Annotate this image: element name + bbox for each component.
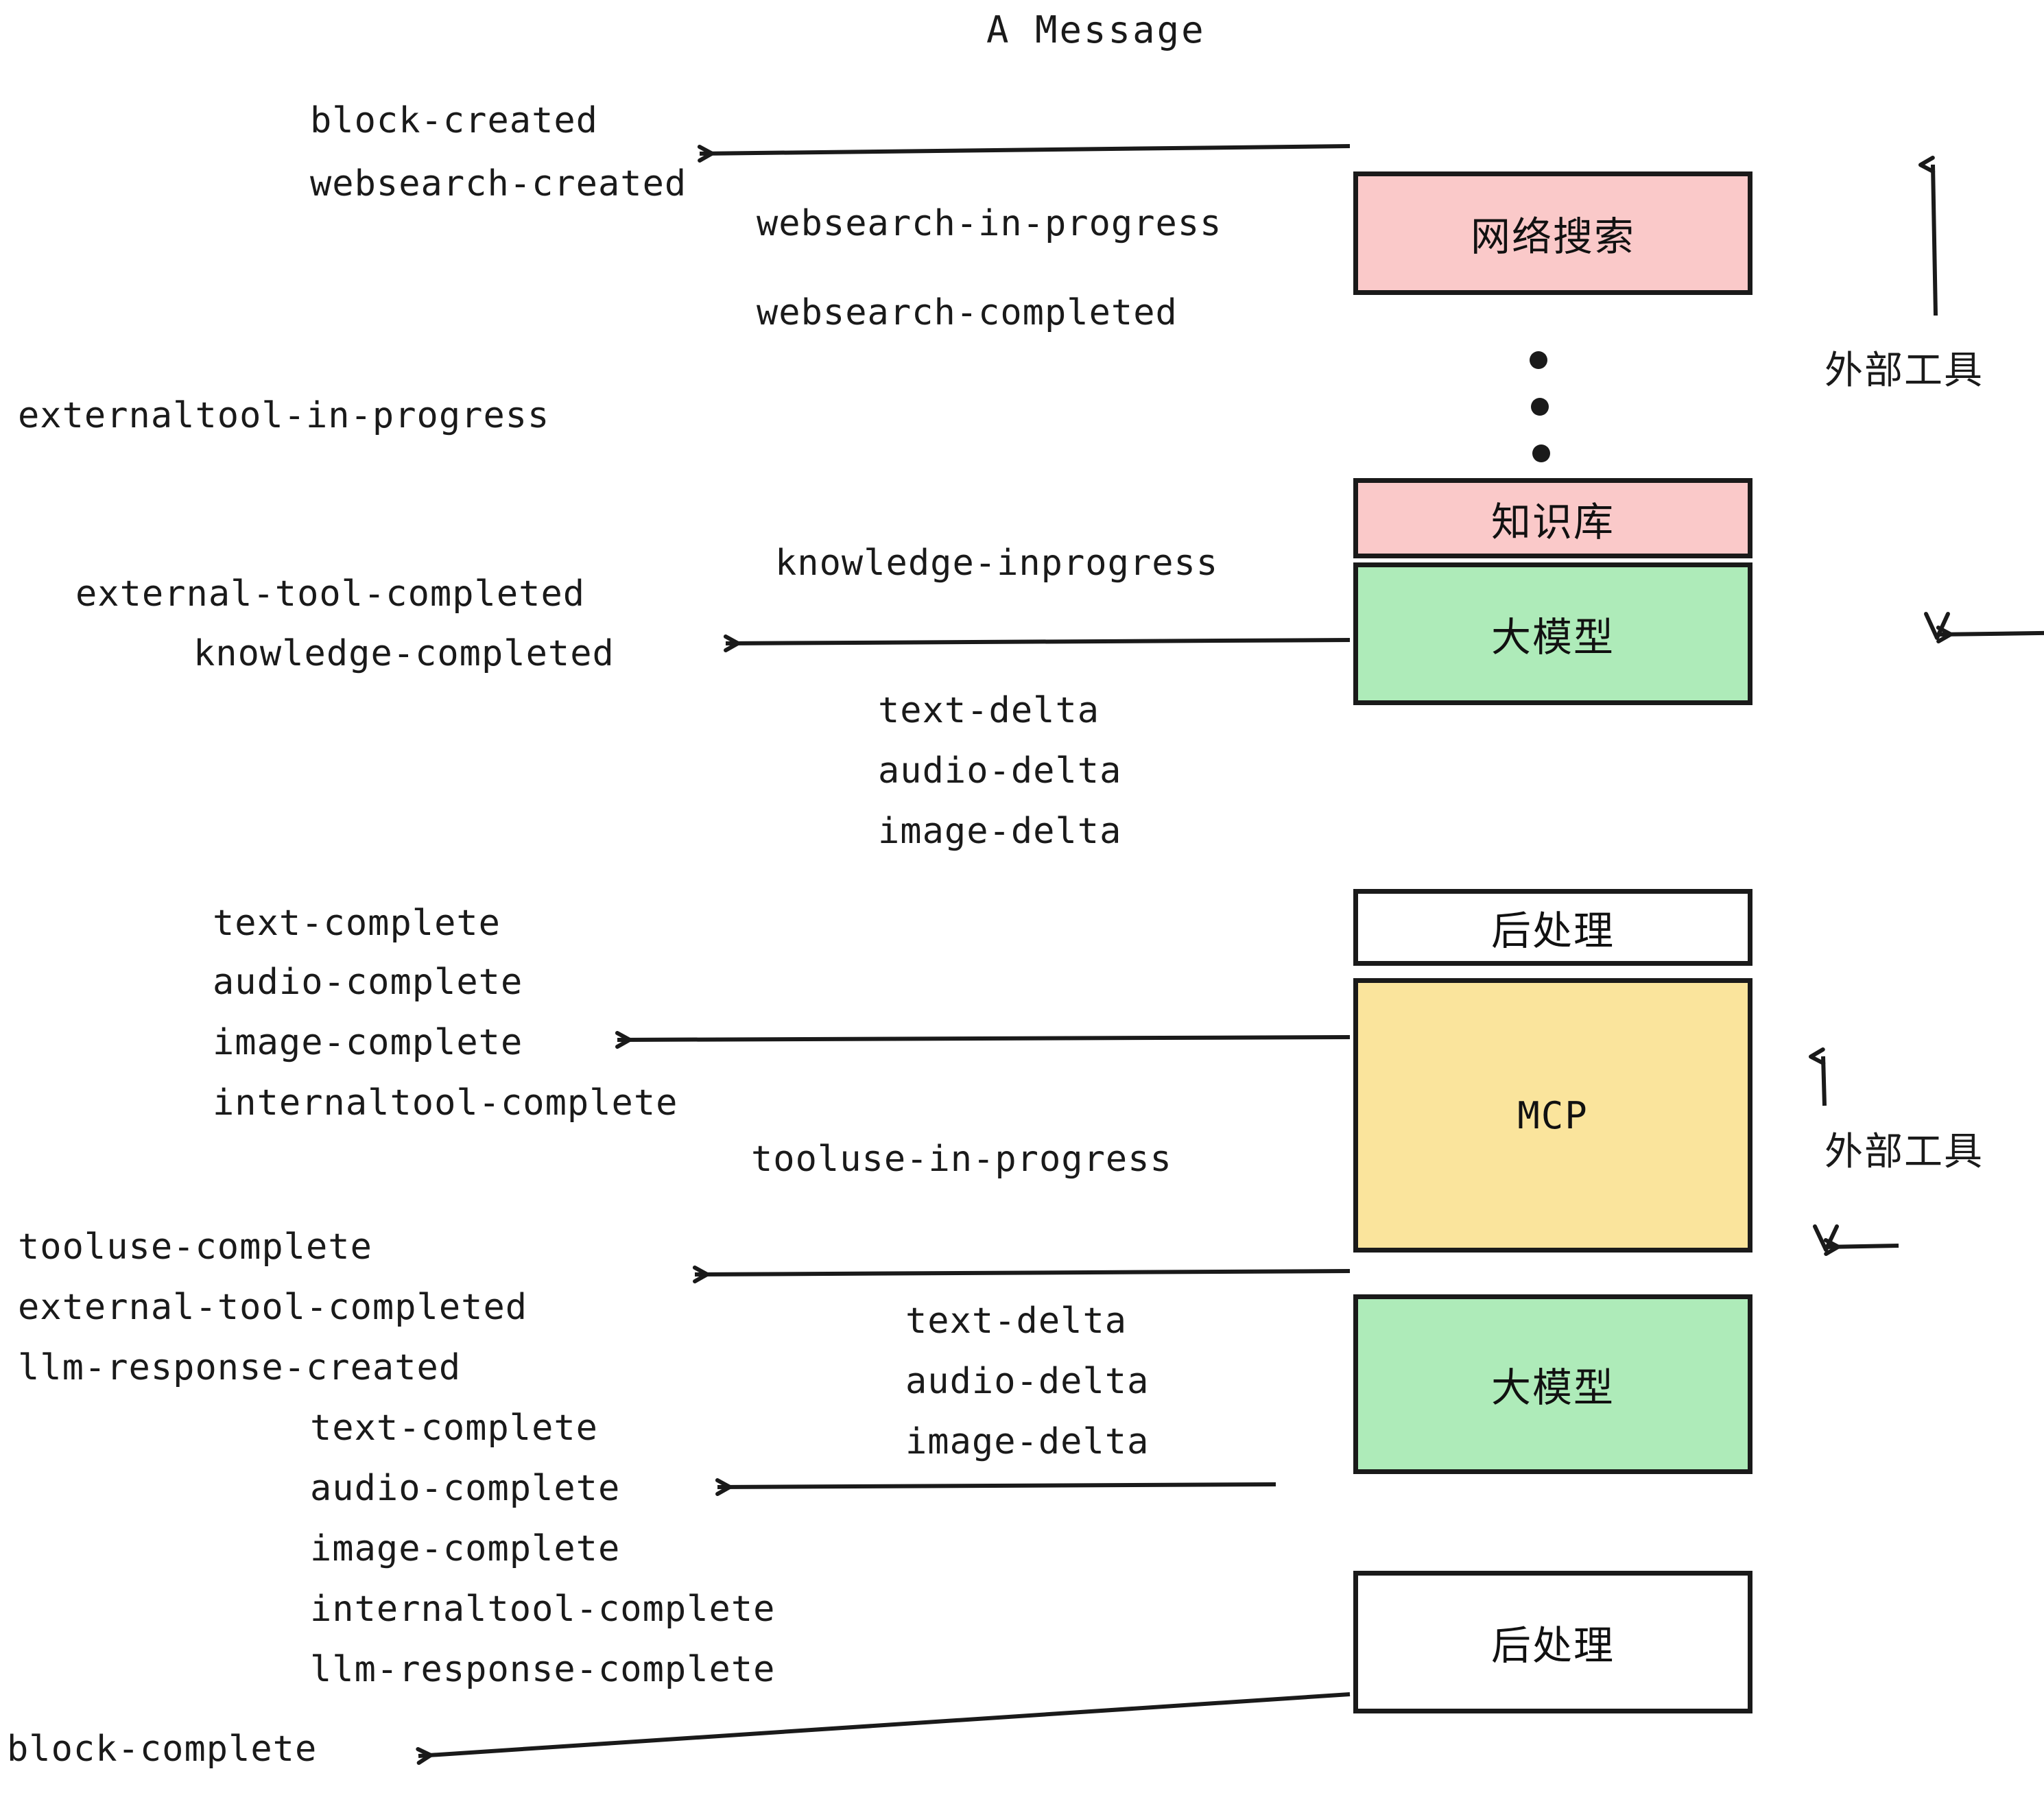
arrowhead-down-top xyxy=(1924,612,1950,640)
event-external-tool-completed-1: external-tool-completed xyxy=(75,573,586,615)
group-label-external-tools-top: 外部工具 xyxy=(1825,348,1984,393)
event-block-created: block-created xyxy=(310,100,598,141)
node-postprocess-1: 后处理 xyxy=(1353,889,1752,966)
node-websearch-label: 网络搜索 xyxy=(1470,213,1635,260)
arrow-block-complete xyxy=(416,1692,1351,1765)
event-audio-complete-2: audio-complete xyxy=(310,1468,621,1509)
ellipsis-dot xyxy=(1531,398,1549,416)
node-knowledge-label: 知识库 xyxy=(1490,498,1615,545)
event-text-complete-2: text-complete xyxy=(310,1408,598,1449)
event-tooluse-complete: tooluse-complete xyxy=(18,1226,372,1268)
event-image-delta-2: image-delta xyxy=(905,1421,1150,1462)
node-postprocess-2-label: 后处理 xyxy=(1490,1622,1615,1669)
arrow-external-tools-bottom-down xyxy=(1823,1238,1899,1256)
event-externaltool-in-progress: externaltool-in-progress xyxy=(18,395,550,436)
arrow-external-tools-top-down xyxy=(1936,626,2044,643)
page-title: A Message xyxy=(986,8,1206,51)
event-tooluse-in-progress: tooluse-in-progress xyxy=(751,1139,1172,1180)
arrow-block-created xyxy=(697,144,1351,163)
event-audio-delta-2: audio-delta xyxy=(905,1361,1150,1402)
node-knowledge: 知识库 xyxy=(1353,478,1752,558)
arrow-knowledge-completed xyxy=(723,634,1351,652)
event-websearch-created: websearch-created xyxy=(310,163,687,204)
event-image-complete-2: image-complete xyxy=(310,1528,621,1569)
event-image-complete-1: image-complete xyxy=(213,1022,523,1063)
event-knowledge-inprogress: knowledge-inprogress xyxy=(775,543,1219,584)
ellipsis-dot xyxy=(1532,444,1550,462)
event-block-complete: block-complete xyxy=(7,1729,318,1770)
arrow-external-tools-top-up xyxy=(1918,156,1938,316)
event-image-delta-1: image-delta xyxy=(878,811,1122,852)
node-llm-2: 大模型 xyxy=(1353,1294,1752,1474)
event-text-complete-1: text-complete xyxy=(213,903,501,944)
node-postprocess-1-label: 后处理 xyxy=(1490,907,1615,954)
arrow-image-complete-1 xyxy=(615,1031,1351,1049)
arrow-audio-complete-2 xyxy=(715,1478,1276,1496)
arrow-tooluse-complete xyxy=(692,1266,1351,1283)
arrowhead-down-bottom xyxy=(1813,1224,1839,1252)
node-llm-2-label: 大模型 xyxy=(1490,1364,1615,1411)
arrow-external-tools-bottom-up xyxy=(1809,1047,1827,1106)
ellipsis-dot xyxy=(1530,351,1547,369)
event-internaltool-complete-1: internaltool-complete xyxy=(213,1082,678,1124)
event-audio-delta-1: audio-delta xyxy=(878,750,1122,792)
event-llm-response-complete: llm-response-complete xyxy=(310,1649,776,1690)
event-audio-complete-1: audio-complete xyxy=(213,962,523,1003)
event-websearch-completed: websearch-completed xyxy=(757,292,1178,333)
event-text-delta-2: text-delta xyxy=(905,1301,1128,1342)
node-mcp: MCP xyxy=(1353,978,1752,1253)
node-llm-1: 大模型 xyxy=(1353,562,1752,705)
node-websearch: 网络搜索 xyxy=(1353,171,1752,295)
group-label-external-tools-bottom: 外部工具 xyxy=(1825,1130,1984,1174)
event-text-delta-1: text-delta xyxy=(878,690,1100,731)
node-llm-1-label: 大模型 xyxy=(1490,614,1615,661)
node-mcp-label: MCP xyxy=(1517,1093,1589,1137)
event-internaltool-complete-2: internaltool-complete xyxy=(310,1589,776,1630)
event-knowledge-completed: knowledge-completed xyxy=(193,633,615,674)
event-websearch-in-progress: websearch-in-progress xyxy=(757,203,1222,244)
node-postprocess-2: 后处理 xyxy=(1353,1571,1752,1713)
event-external-tool-completed-2: external-tool-completed xyxy=(18,1287,528,1328)
event-llm-response-created: llm-response-created xyxy=(18,1347,462,1388)
